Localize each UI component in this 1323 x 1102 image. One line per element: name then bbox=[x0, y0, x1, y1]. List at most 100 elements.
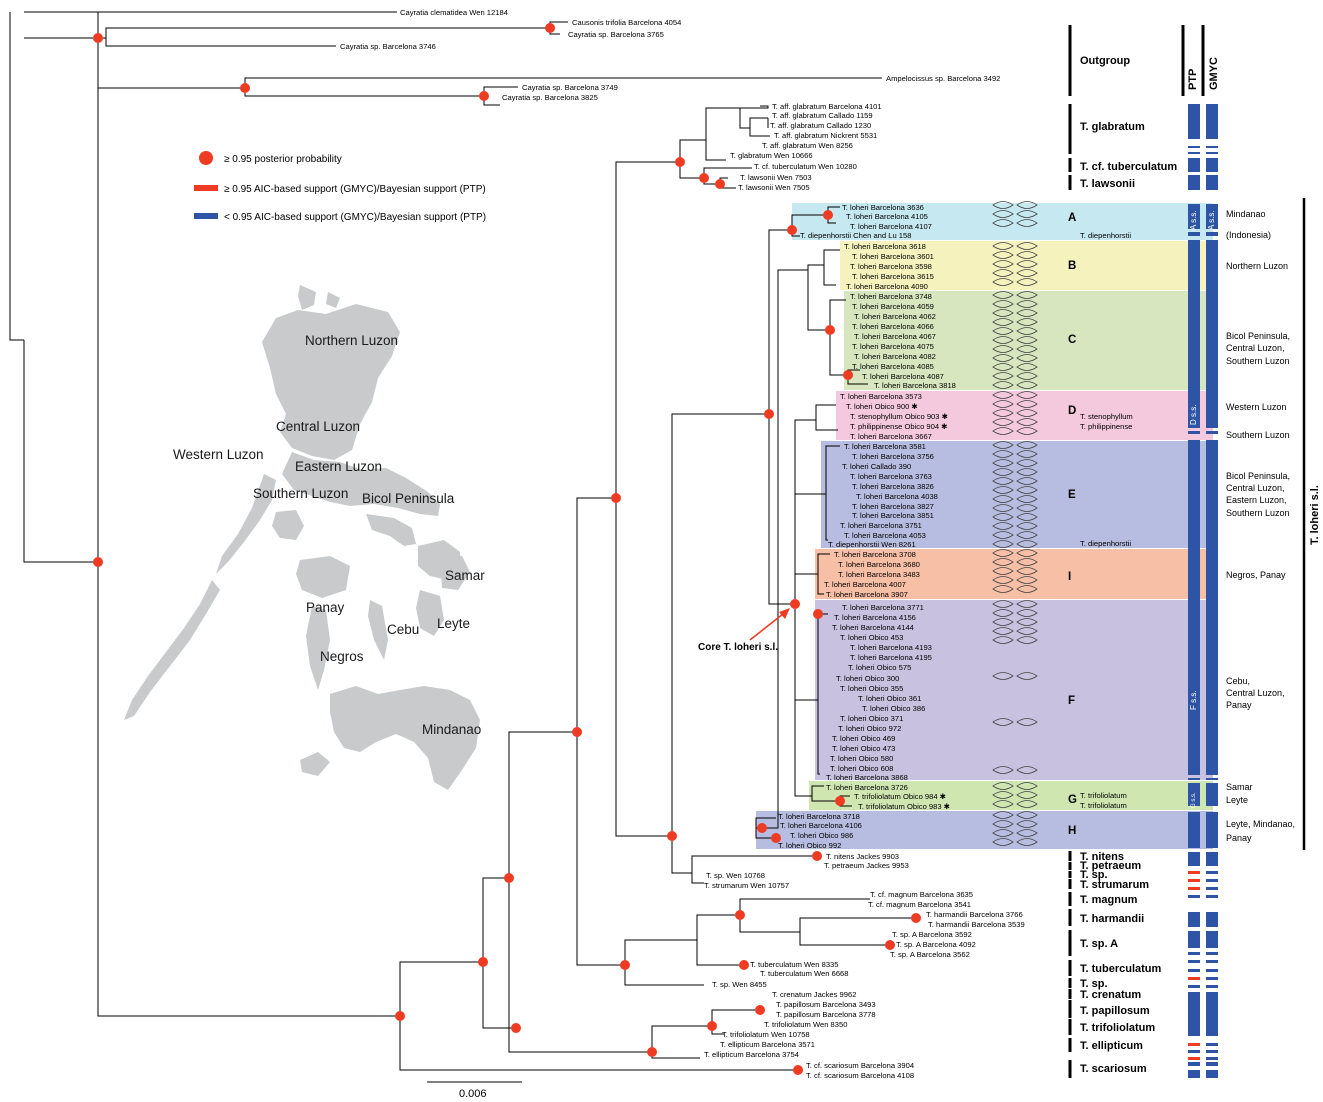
tip-label: T. loheri Obico 453 bbox=[840, 633, 903, 642]
region-label: Bicol Peninsula, bbox=[1226, 471, 1290, 481]
ptp-bar bbox=[1188, 431, 1200, 434]
leaf-icon bbox=[1016, 549, 1038, 557]
ptp-bar bbox=[1188, 175, 1200, 190]
ptp-bar bbox=[1188, 158, 1200, 172]
group-name: Outgroup bbox=[1080, 55, 1130, 67]
gmyc-bar bbox=[1206, 931, 1218, 948]
leaf-icon bbox=[992, 260, 1014, 268]
group-name: T. harmandii bbox=[1080, 913, 1144, 925]
support-node bbox=[911, 913, 921, 923]
region-label: Mindanao bbox=[1226, 209, 1266, 219]
clade-letter: E bbox=[1068, 489, 1076, 501]
tip-label: T. philippinense Obico 904 ✱ bbox=[850, 422, 948, 431]
tip-label: T. cf. scariosum Barcelona 4108 bbox=[806, 1071, 914, 1080]
clade-box-E bbox=[821, 441, 1213, 548]
leaf-icon bbox=[1016, 327, 1038, 335]
clade-box-A bbox=[792, 203, 1213, 240]
leaf-icon bbox=[992, 201, 1014, 209]
leaf-icon bbox=[992, 576, 1014, 584]
gmyc-bar bbox=[1206, 1057, 1218, 1060]
leaf-icon bbox=[992, 838, 1014, 846]
tip-label: T. loheri Obico 608 bbox=[830, 764, 893, 773]
map-label: Western Luzon bbox=[173, 447, 264, 462]
gmyc-bar bbox=[1206, 1050, 1218, 1053]
leaf-icon bbox=[992, 210, 1014, 218]
group-name: T. tuberculatum bbox=[1080, 963, 1162, 975]
clade-letter: H bbox=[1068, 825, 1076, 837]
leaf-icon bbox=[1016, 791, 1038, 799]
ptp-bar bbox=[1188, 1070, 1200, 1078]
leaf-icon bbox=[1016, 400, 1038, 408]
leaf-icon bbox=[992, 504, 1014, 512]
bar-label: F s.s. bbox=[1189, 690, 1198, 710]
ptp-bar bbox=[1188, 960, 1200, 963]
support-node bbox=[739, 960, 749, 970]
tip-label: T. trifoliolatum Obico 984 ✱ bbox=[854, 792, 947, 801]
tip-label: T. harmandii Barcelona 3539 bbox=[928, 920, 1025, 929]
gmyc-bar bbox=[1206, 783, 1218, 806]
leaf-icon bbox=[1016, 477, 1038, 485]
leaf-icon bbox=[1016, 354, 1038, 362]
leaf-icon bbox=[992, 567, 1014, 575]
ptp-bar bbox=[1188, 152, 1200, 154]
leaf-icon bbox=[992, 540, 1014, 548]
support-node bbox=[545, 23, 555, 33]
tip-label: T. trifoliolatum Wen 10758 bbox=[722, 1030, 810, 1039]
leaf-icon bbox=[992, 400, 1014, 408]
group-names: Outgroup T. glabratum T. cf. tuberculatu… bbox=[1080, 55, 1177, 1075]
tip-label: T. loheri Barcelona 4066 bbox=[852, 322, 934, 331]
tip-label: T. papillosum Barcelona 3493 bbox=[776, 1000, 876, 1009]
leaf-outline-icons bbox=[992, 201, 1038, 846]
group-name: T. crenatum bbox=[1080, 989, 1141, 1001]
delimitation-columns: PTP GMYC bbox=[1181, 25, 1220, 96]
support-node bbox=[823, 210, 833, 220]
ptp-bar bbox=[1188, 977, 1200, 980]
region-label: Leyte, Mindanao, bbox=[1226, 819, 1295, 829]
tip-label: T. strumarum Wen 10757 bbox=[704, 881, 789, 890]
clade-letter: F bbox=[1068, 695, 1075, 707]
group-name: T. lawsonii bbox=[1080, 178, 1135, 190]
leaf-icon bbox=[1016, 766, 1038, 774]
support-node bbox=[764, 409, 774, 419]
tip-label: T. loheri Barcelona 3718 bbox=[778, 812, 860, 821]
tip-label: T. loheri Barcelona 3573 bbox=[840, 392, 922, 401]
tip-label: T. loheri Barcelona 3726 bbox=[826, 783, 908, 792]
bar-label: D s.s. bbox=[1189, 405, 1198, 425]
tip-label: T. loheri Barcelona 4195 bbox=[850, 653, 932, 662]
tip-label: Ampelocissus sp. Barcelona 3492 bbox=[886, 74, 1000, 83]
region-label: Southern Luzon bbox=[1226, 356, 1290, 366]
leaf-icon bbox=[1016, 260, 1038, 268]
map-label: Northern Luzon bbox=[305, 333, 398, 348]
group-name: T. sp. A bbox=[1080, 938, 1118, 950]
support-node bbox=[812, 851, 822, 861]
ptp-heading: PTP bbox=[1187, 69, 1199, 90]
tip-label: T. loheri Obico 361 bbox=[858, 694, 921, 703]
ptp-bar bbox=[1188, 895, 1200, 898]
species-note: T. diepenhorstii bbox=[1080, 231, 1131, 240]
leaf-icon bbox=[992, 468, 1014, 476]
gmyc-bar bbox=[1206, 778, 1218, 780]
tip-label: T. loheri Barcelona 4105 bbox=[846, 212, 928, 221]
leaf-icon bbox=[1016, 372, 1038, 380]
leaf-icon bbox=[992, 418, 1014, 426]
gmyc-bar bbox=[1206, 240, 1218, 428]
red-support-symbol bbox=[194, 185, 218, 191]
tip-label: T. loheri Obico 580 bbox=[830, 754, 893, 763]
clade-box-I bbox=[815, 549, 1213, 599]
support-node bbox=[825, 325, 835, 335]
leaf-icon bbox=[992, 345, 1014, 353]
leaf-icon bbox=[1016, 300, 1038, 308]
leaf-icon bbox=[1016, 201, 1038, 209]
leaf-icon bbox=[1016, 363, 1038, 371]
gmyc-bar bbox=[1206, 812, 1218, 848]
gmyc-heading: GMYC bbox=[1208, 57, 1220, 90]
leaf-icon bbox=[1016, 504, 1038, 512]
tip-label: T. loheri Barcelona 3667 bbox=[850, 432, 932, 441]
leaf-icon bbox=[992, 251, 1014, 259]
leaf-icon bbox=[992, 636, 1014, 644]
leaf-icon bbox=[992, 618, 1014, 626]
leaf-icon bbox=[992, 269, 1014, 277]
leaf-icon bbox=[992, 300, 1014, 308]
leaf-icon bbox=[1016, 558, 1038, 566]
tip-label: T. loheri Barcelona 4090 bbox=[846, 282, 928, 291]
